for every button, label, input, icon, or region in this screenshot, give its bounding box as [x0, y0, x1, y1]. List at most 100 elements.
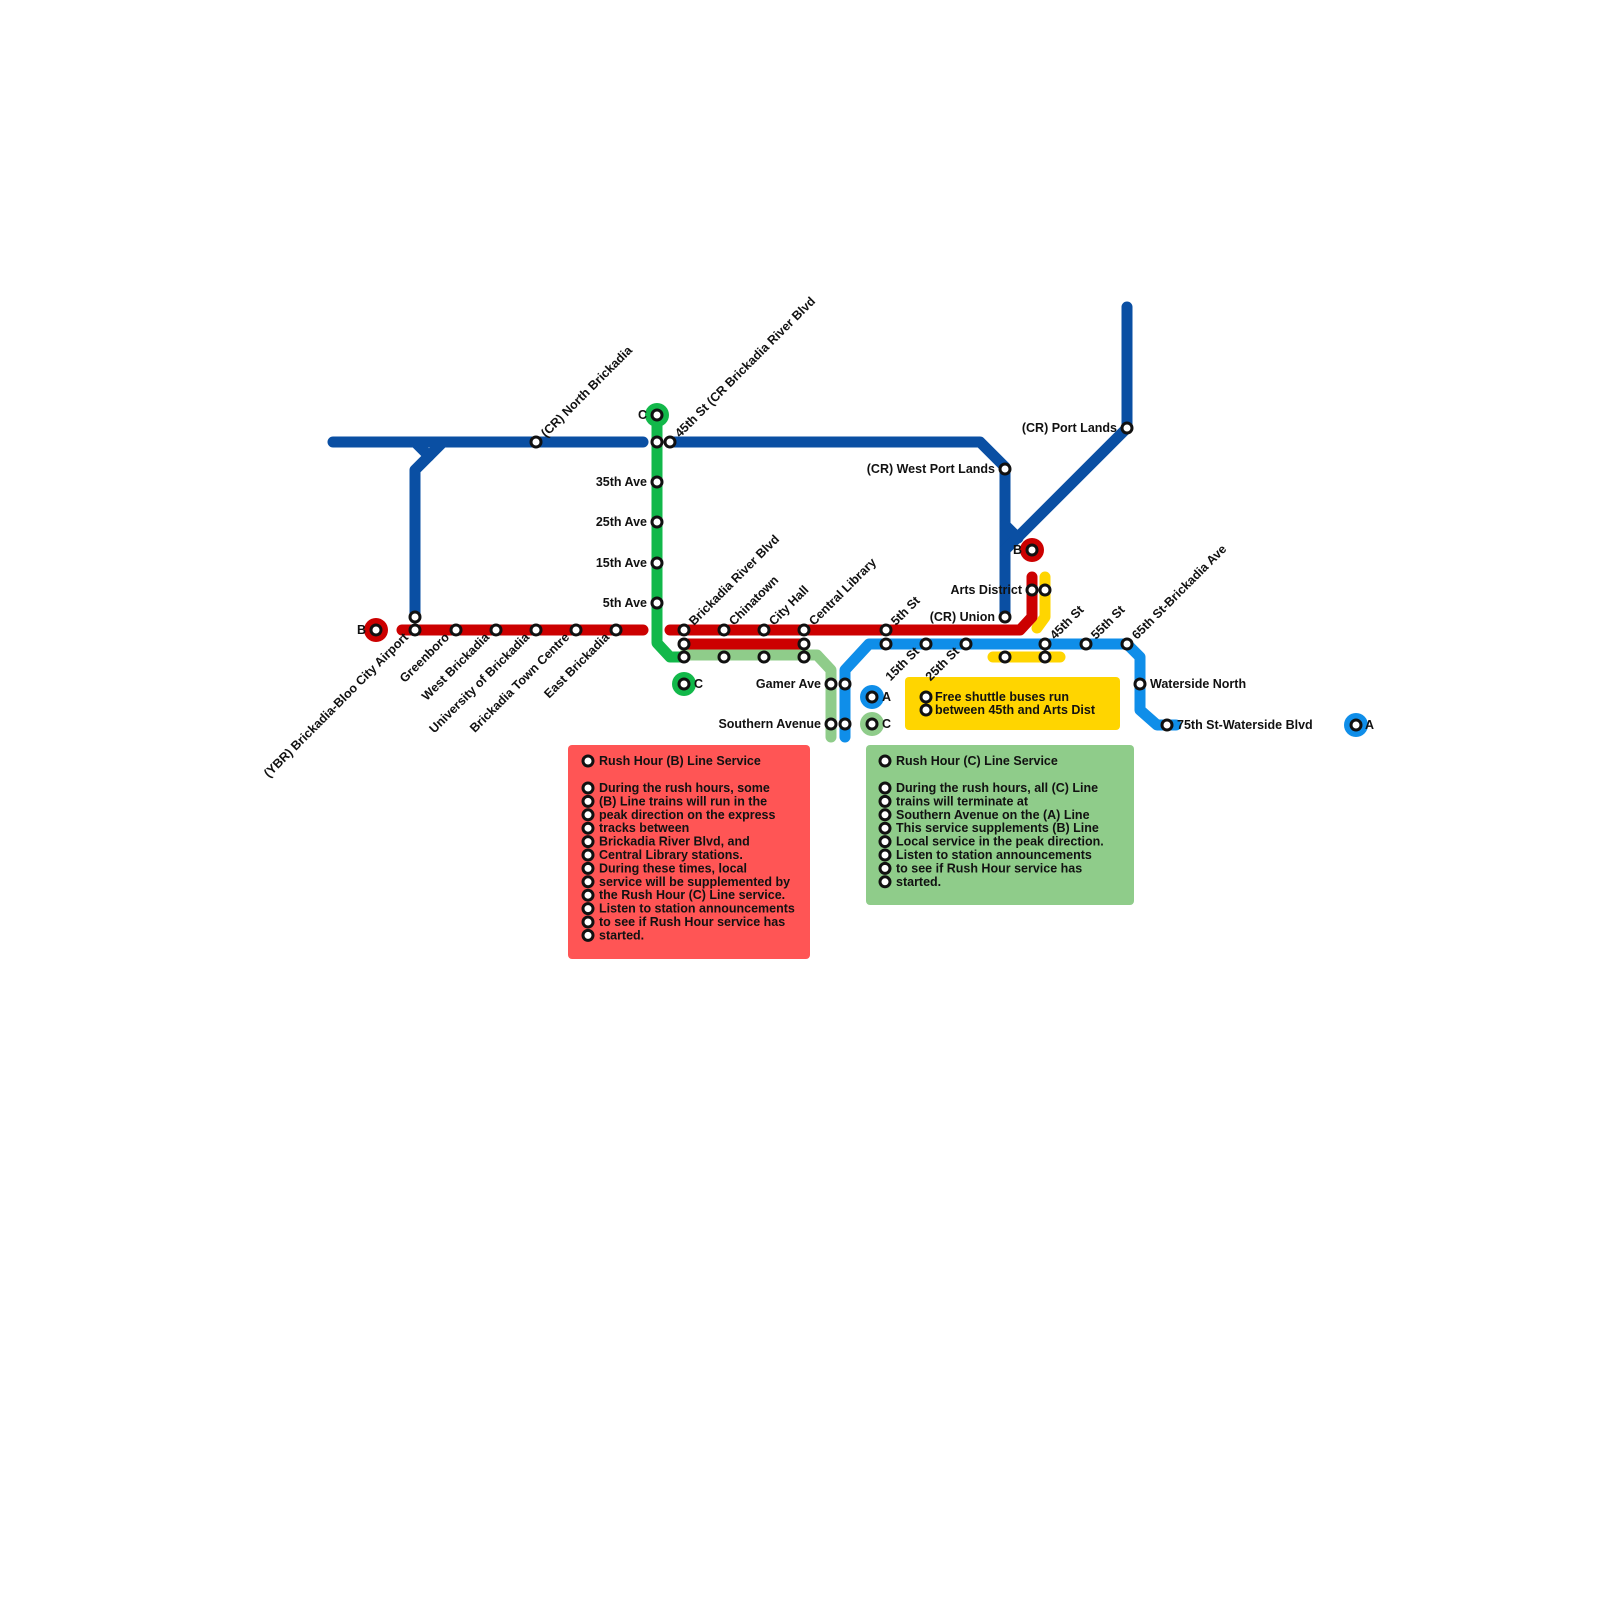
station-25th-st[interactable] — [959, 637, 973, 651]
b-notice-line-marker — [581, 861, 595, 875]
cr-line-stub — [409, 436, 435, 462]
label-5th-ave: 5th Ave — [603, 596, 647, 610]
c-notice-text: Rush Hour (C) Line Service During the ru… — [896, 754, 1104, 889]
c-south-terminal-label: C — [694, 677, 703, 691]
c-notice-line-marker — [878, 861, 892, 875]
station-chinatown-2[interactable] — [717, 650, 731, 664]
station-c-north[interactable] — [650, 408, 664, 422]
station-55th-st[interactable] — [1079, 637, 1093, 651]
station-15th-ave[interactable] — [650, 556, 664, 570]
station-east-brickadia[interactable] — [609, 623, 623, 637]
b-notice-line-marker — [581, 835, 595, 849]
station-town-centre[interactable] — [569, 623, 583, 637]
station-gamer-ave-2[interactable] — [838, 677, 852, 691]
station-airport[interactable] — [408, 623, 422, 637]
station-union[interactable] — [998, 610, 1012, 624]
label-55th-st: 55th St — [1088, 602, 1128, 642]
shuttle-notice-box — [905, 677, 1120, 730]
shuttle-notice-marker-2 — [919, 703, 933, 717]
station-45th-st-2[interactable] — [1038, 650, 1052, 664]
b-notice-line: peak direction on the express — [599, 808, 775, 822]
station-southern-ave-2[interactable] — [838, 717, 852, 731]
b-notice-line-marker — [581, 848, 595, 862]
b-notice-line: Listen to station announcements — [599, 902, 795, 916]
b-notice-line-marker — [581, 794, 595, 808]
station-gamer-ave-1[interactable] — [824, 677, 838, 691]
station-5th-st-1[interactable] — [879, 623, 893, 637]
b-notice-line-marker — [581, 821, 595, 835]
c-notice-line-marker — [878, 794, 892, 808]
station-central-library-3[interactable] — [797, 650, 811, 664]
station-45th-st-1[interactable] — [1038, 637, 1052, 651]
shuttle-notice-line-2: between 45th and Arts Dist — [935, 703, 1096, 717]
b-notice-line: to see if Rush Hour service has — [599, 915, 785, 929]
station-25th-ave[interactable] — [650, 515, 664, 529]
station-arts-district-2[interactable] — [1038, 583, 1052, 597]
b-notice-line-marker — [581, 808, 595, 822]
station-chinatown-1[interactable] — [717, 623, 731, 637]
b-notice-line-marker — [581, 781, 595, 795]
station-5th-st-2[interactable] — [879, 637, 893, 651]
c-notice-line: started. — [896, 875, 941, 889]
station-greenboro[interactable] — [449, 623, 463, 637]
station-union-shuttle[interactable] — [998, 650, 1012, 664]
b-notice-line: tracks between — [599, 821, 689, 835]
c-notice-title: Rush Hour (C) Line Service — [896, 754, 1058, 768]
a-east-terminal-label: A — [1365, 718, 1374, 732]
station-b-west[interactable] — [369, 623, 383, 637]
station-city-hall-2[interactable] — [757, 650, 771, 664]
label-north-brickadia: (CR) North Brickadia — [538, 343, 636, 441]
cr-line-port-stub — [999, 519, 1024, 544]
station-45th-cr-b[interactable] — [663, 435, 677, 449]
b-notice-line: During these times, local — [599, 861, 747, 875]
station-airport-cr[interactable] — [408, 610, 422, 624]
station-north-brickadia[interactable] — [529, 435, 543, 449]
station-c-south[interactable] — [677, 677, 691, 691]
b-west-terminal-label: B — [357, 623, 366, 637]
station-5th-ave[interactable] — [650, 596, 664, 610]
c-notice-box — [866, 745, 1134, 905]
station-west-brickadia[interactable] — [489, 623, 503, 637]
station-brickadia-river-2[interactable] — [677, 637, 691, 651]
b-notice-line: service will be supplemented by — [599, 875, 790, 889]
label-west-brickadia: West Brickadia — [419, 629, 493, 703]
label-gamer-ave: Gamer Ave — [756, 677, 821, 691]
station-university[interactable] — [529, 623, 543, 637]
label-cr-brickadia-river: 45th St (CR Brickadia River Blvd — [672, 294, 818, 440]
b-notice-line: Brickadia River Blvd, and — [599, 835, 750, 849]
station-central-library-1[interactable] — [797, 623, 811, 637]
b-notice-line: the Rush Hour (C) Line service. — [599, 888, 785, 902]
c-line — [678, 649, 837, 743]
c-notice-line: trains will terminate at — [896, 794, 1029, 808]
shuttle-notice-line-1: Free shuttle buses run — [935, 690, 1069, 704]
label-central-library: Central Library — [806, 555, 879, 628]
station-west-port-lands[interactable] — [998, 462, 1012, 476]
station-central-library-2[interactable] — [797, 637, 811, 651]
station-a-east[interactable] — [1349, 718, 1363, 732]
station-65th-st[interactable] — [1120, 637, 1134, 651]
station-45th-cr-a[interactable] — [650, 435, 664, 449]
station-arts-district-1[interactable] — [1025, 583, 1039, 597]
station-port-lands[interactable] — [1120, 421, 1134, 435]
c-notice-line: Listen to station announcements — [896, 848, 1092, 862]
station-b-east[interactable] — [1025, 543, 1039, 557]
b-notice-line-marker — [581, 928, 595, 942]
station-city-hall-1[interactable] — [757, 623, 771, 637]
station-brickadia-river-3[interactable] — [677, 650, 691, 664]
station-35th-ave[interactable] — [650, 475, 664, 489]
b-notice-line: started. — [599, 928, 644, 942]
c-notice-line: Southern Avenue on the (A) Line — [896, 808, 1090, 822]
station-a-center[interactable] — [865, 690, 879, 704]
station-15th-st[interactable] — [919, 637, 933, 651]
c-notice-line-marker — [878, 875, 892, 889]
label-45th-st: 45th St — [1047, 602, 1087, 642]
station-southern-ave-1[interactable] — [824, 717, 838, 731]
label-west-port-lands: (CR) West Port Lands — [867, 462, 995, 476]
station-c-center[interactable] — [865, 717, 879, 731]
station-brickadia-river-1[interactable] — [677, 623, 691, 637]
c-notice-line-marker — [878, 848, 892, 862]
station-waterside-north[interactable] — [1133, 677, 1147, 691]
shuttle-notice-marker-1 — [919, 690, 933, 704]
label-southern-avenue: Southern Avenue — [718, 717, 821, 731]
station-75th-st[interactable] — [1160, 718, 1174, 732]
